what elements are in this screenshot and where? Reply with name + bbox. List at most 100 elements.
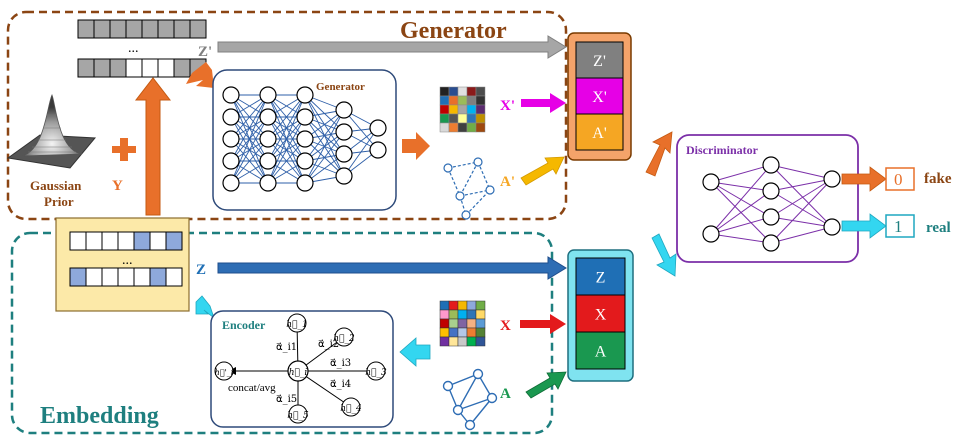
matrix-cell — [475, 122, 486, 133]
matrix-cell — [466, 300, 477, 311]
matrix-cell — [466, 122, 477, 133]
matrix-cell — [439, 86, 450, 97]
latent-cell — [101, 267, 119, 287]
network-node — [762, 234, 780, 252]
latent-cell — [69, 231, 87, 251]
fake-output-label: fake — [924, 171, 952, 187]
matrix-cell — [448, 122, 459, 133]
matrix-cell — [439, 113, 450, 124]
a-label: A — [500, 386, 511, 402]
latent-cell — [133, 231, 151, 251]
fake-output-value: 0 — [894, 170, 903, 189]
real-output-arrow — [841, 213, 887, 239]
neighbor-node-label: h⃗_4 — [340, 404, 362, 414]
center-node-label: h⃗_i — [289, 368, 308, 378]
network-node — [823, 170, 841, 188]
network-node — [296, 130, 314, 148]
generator-frame — [6, 10, 568, 221]
matrix-cell — [466, 309, 477, 320]
matrix-cell — [475, 300, 486, 311]
matrix-cell — [457, 309, 468, 320]
attention-weight-label: α⃗_i1 — [276, 342, 297, 353]
latent-cell — [77, 58, 95, 78]
network-node — [222, 86, 240, 104]
generator-title: Generator — [400, 18, 507, 44]
real-stack: ZXA — [575, 257, 626, 370]
stack-cell — [575, 77, 624, 115]
matrix-cell — [475, 95, 486, 106]
generator-network — [222, 86, 387, 192]
stack-cell — [575, 294, 626, 333]
matrix-cell — [448, 113, 459, 124]
attention-weight-label: α⃗_i2 — [318, 339, 339, 350]
matrix-cell — [439, 300, 450, 311]
neighbor-node — [334, 327, 354, 347]
real-output-box — [885, 214, 915, 238]
matrix-cell — [466, 336, 477, 347]
network-node — [296, 86, 314, 104]
latent-cell — [125, 19, 143, 39]
matrix-cell — [457, 86, 468, 97]
generated-stack: Z'X'A' — [575, 41, 624, 151]
plus-icon — [112, 138, 136, 161]
generated-graph — [443, 157, 495, 220]
network-node — [296, 108, 314, 126]
attention-weight-label: α⃗_i3 — [330, 358, 351, 369]
network-node — [702, 225, 720, 243]
latent-cell — [165, 267, 183, 287]
generator-output-arrow — [402, 132, 430, 160]
latent-cell — [133, 267, 151, 287]
neighbor-node — [288, 404, 308, 424]
real-graph — [442, 368, 498, 431]
matrix-cell — [466, 86, 477, 97]
matrix-cell — [457, 300, 468, 311]
network-node — [702, 173, 720, 191]
aggregation-label: concat/avg — [228, 382, 276, 394]
latent-cell — [173, 19, 191, 39]
encoder-to-latent-arrow — [195, 295, 215, 320]
network-node — [335, 123, 353, 141]
network-node — [762, 182, 780, 200]
latent-cell — [165, 231, 183, 251]
matrix-cell — [439, 122, 450, 133]
matrix-cell — [466, 95, 477, 106]
latent-cell — [93, 58, 111, 78]
latent-cell — [109, 19, 127, 39]
network-node — [335, 101, 353, 119]
matrix-cell — [466, 327, 477, 338]
network-node — [762, 208, 780, 226]
generated-feature-matrix — [439, 86, 486, 133]
neighbor-node — [341, 397, 361, 417]
embedding-title: Embedding — [40, 403, 159, 429]
discriminator-title: Discriminator — [686, 143, 759, 157]
matrix-cell — [457, 113, 468, 124]
matrix-cell — [448, 86, 459, 97]
embedding-latent-ellipsis: ... — [122, 253, 133, 268]
a-prime-label: A' — [500, 174, 515, 190]
generated-latent-vectors — [77, 19, 207, 78]
neighbor-node — [287, 313, 307, 333]
latent-cell — [149, 231, 167, 251]
matrix-cell — [475, 327, 486, 338]
network-node — [369, 141, 387, 159]
x-label: X — [500, 318, 511, 334]
latent-cell — [69, 267, 87, 287]
network-node — [222, 108, 240, 126]
fake-output-arrow — [841, 166, 887, 192]
latent-cell — [141, 19, 159, 39]
stack-label: A' — [592, 125, 607, 142]
latent-cell — [173, 58, 191, 78]
latent-cell — [189, 19, 207, 39]
network-node — [259, 86, 277, 104]
matrix-cell — [457, 336, 468, 347]
matrix-cell — [448, 104, 459, 115]
gaussian-prior-surface — [6, 94, 97, 169]
latent-cell — [85, 267, 103, 287]
prior-up-arrow — [134, 77, 172, 216]
fake-output-box — [885, 167, 915, 191]
neighbor-node — [366, 361, 386, 381]
stack-label: X — [595, 307, 607, 324]
x-arrow — [520, 314, 566, 334]
